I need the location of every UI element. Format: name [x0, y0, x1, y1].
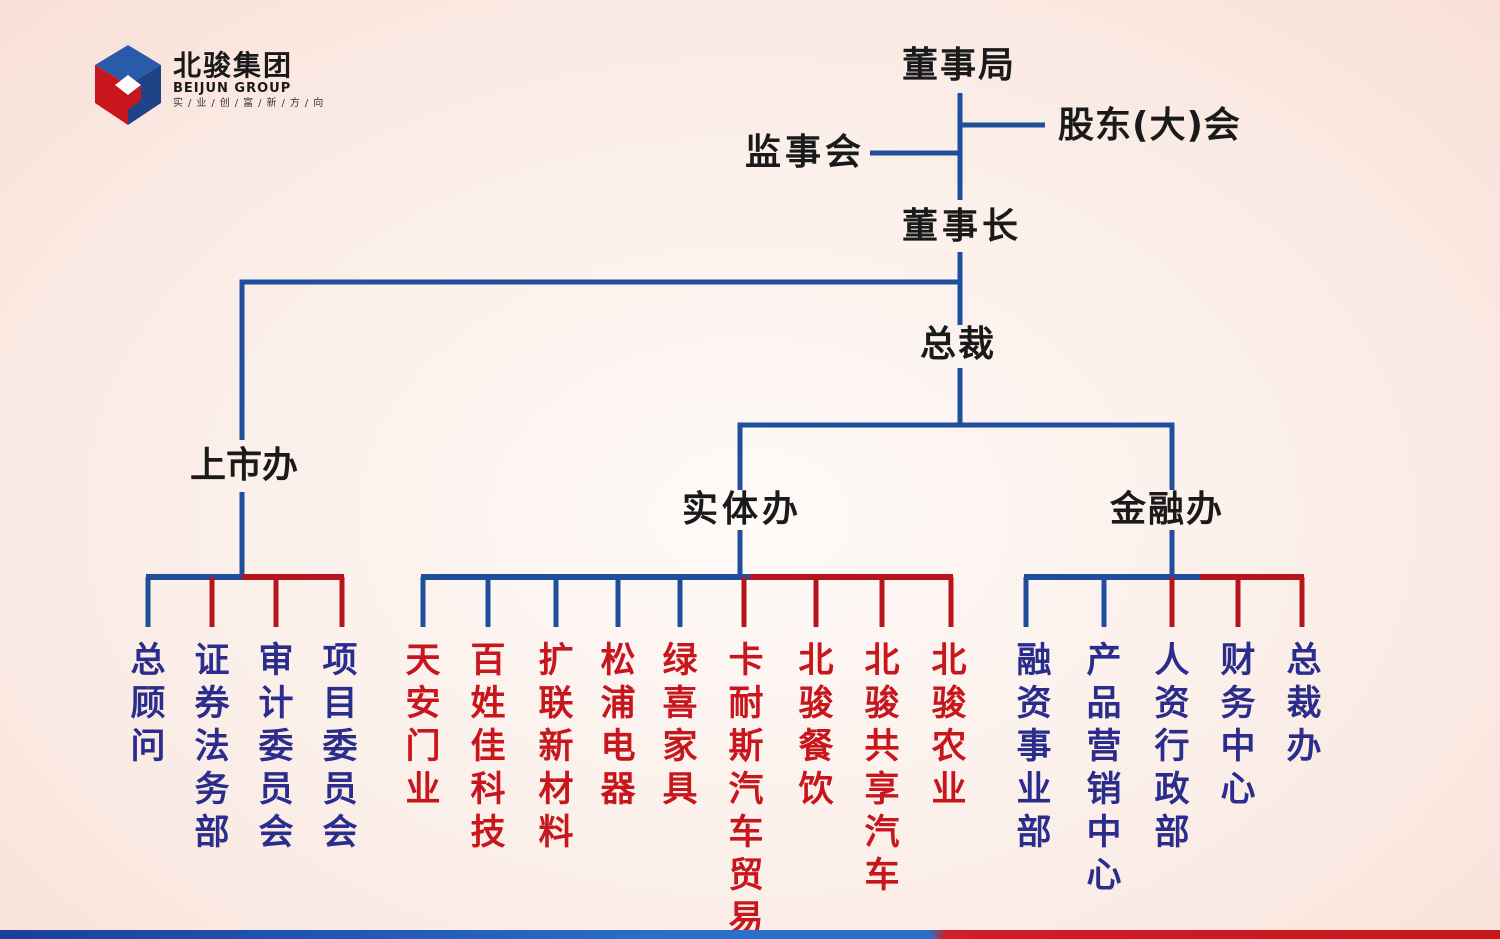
unit-kanaisi-auto: 卡耐斯汽车贸易	[728, 641, 764, 939]
unit-baixingjia-tech: 百姓佳科技	[470, 641, 506, 853]
shareholders-node: 股东(大)会	[1058, 105, 1241, 146]
unit-project-committee: 项目委员会	[322, 641, 358, 853]
chairman-node: 董事长	[902, 206, 1023, 247]
unit-financing-dept: 融资事业部	[1016, 641, 1052, 853]
finance-office-node: 金融办	[1110, 489, 1225, 530]
unit-beijun-agriculture: 北骏农业	[931, 641, 967, 810]
unit-marketing-center: 产品营销中心	[1086, 641, 1122, 896]
office-branch-line	[737, 422, 1175, 490]
supervisors-node: 监事会	[745, 132, 866, 173]
unit-audit-committee: 审计委员会	[258, 641, 294, 853]
logo-slogan: 实/业/创/富/新/方/向	[173, 98, 329, 109]
unit-general-advisor: 总顾问	[130, 641, 166, 767]
company-logo-icon	[95, 45, 161, 125]
unit-beijun-catering: 北骏餐饮	[798, 641, 834, 810]
unit-beijun-shared-car: 北骏共享汽车	[864, 641, 900, 896]
unit-finance-center: 财务中心	[1220, 641, 1256, 810]
logo-name-en: BEIJUN GROUP	[173, 81, 292, 96]
unit-securities-legal: 证券法务部	[194, 641, 230, 853]
unit-tianan-door: 天安门业	[405, 641, 441, 810]
board-node: 董事局	[902, 45, 1017, 86]
unit-hr-admin: 人资行政部	[1154, 641, 1190, 853]
listing-branch-line	[239, 279, 960, 440]
president-node: 总裁	[920, 324, 997, 365]
unit-president-office: 总裁办	[1286, 641, 1322, 767]
unit-lvxi-furniture: 绿喜家具	[662, 641, 698, 810]
logo-name-cn: 北骏集团	[173, 49, 294, 82]
unit-kuolian-materials: 扩联新材料	[538, 641, 574, 853]
entity-office-node: 实体办	[682, 489, 803, 530]
unit-songpu-electric: 松浦电器	[600, 641, 636, 810]
listing-office-node: 上市办	[190, 445, 299, 486]
bottom-accent-bar	[0, 930, 1500, 939]
